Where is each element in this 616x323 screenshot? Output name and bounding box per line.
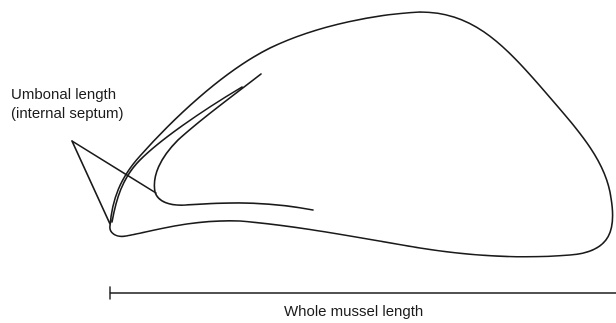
shell-inner-margin	[112, 87, 242, 222]
internal-septum-label: (internal septum)	[11, 105, 124, 123]
internal-septum-curve	[154, 74, 313, 210]
whole-mussel-length-label: Whole mussel length	[284, 303, 423, 321]
umbonal-length-label: Umbonal length	[11, 86, 116, 104]
